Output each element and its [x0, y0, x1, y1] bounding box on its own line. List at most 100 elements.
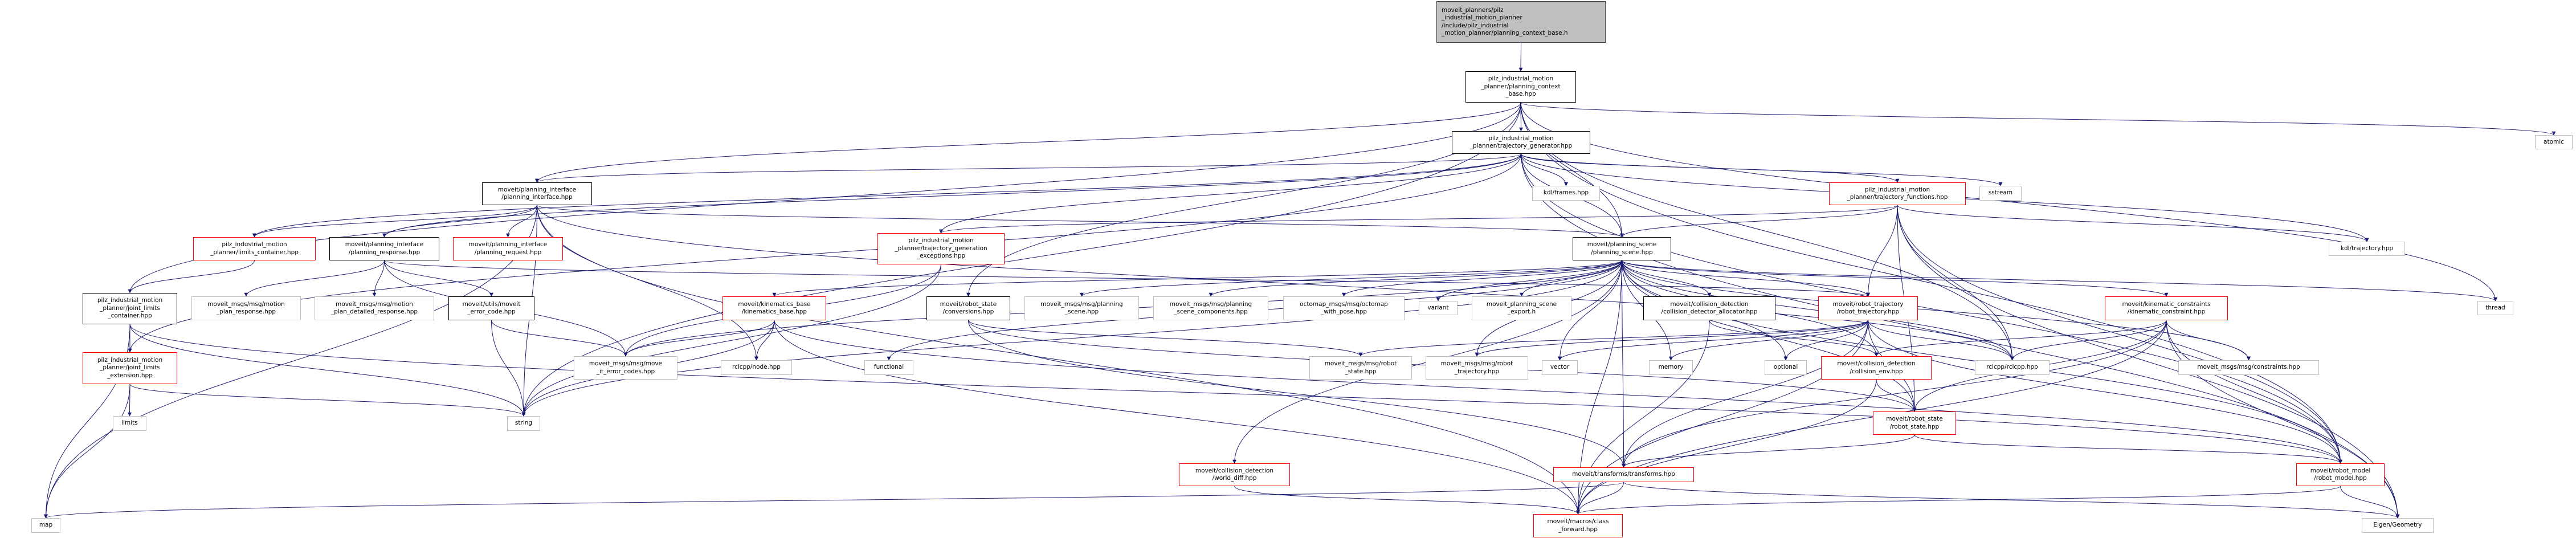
edge-pi-to-node	[537, 205, 758, 361]
edge-kc-to-tf	[1622, 320, 2167, 468]
graph-node-label: moveit_msgs/msg/robot _state.hpp	[1324, 360, 1397, 375]
graph-node-tf[interactable]: moveit/transforms/transforms.hpp	[1553, 467, 1694, 482]
graph-node-map: map	[31, 518, 60, 533]
graph-node-mpdr: moveit_msgs/msg/motion _plan_detailed_re…	[315, 296, 434, 320]
edge-kc-to-constraints	[2166, 320, 2251, 361]
edge-kc-to-rm	[2166, 320, 2342, 464]
graph-node-label: vector	[1550, 364, 1570, 371]
edge-mec-to-mecodes	[491, 320, 628, 357]
graph-node-mpr: moveit_msgs/msg/motion _plan_response.hp…	[191, 296, 301, 320]
graph-node-ps[interactable]: moveit/planning_scene /planning_scene.hp…	[1573, 237, 1671, 260]
graph-node-label: moveit_planners/pilz _industrial_motion_…	[1442, 6, 1568, 37]
edge-pr-to-rt	[384, 260, 1870, 297]
graph-node-rm[interactable]: moveit/robot_model /robot_model.hpp	[2296, 463, 2385, 486]
graph-node-label: kdl/frames.hpp	[1543, 189, 1589, 197]
edge-kc-to-ce	[1874, 320, 2167, 357]
graph-node-rsconv[interactable]: moveit/robot_state /conversions.hpp	[926, 296, 1010, 320]
edge-ps-to-variant	[1436, 260, 1622, 301]
graph-node-pr[interactable]: moveit/planning_interface /planning_resp…	[329, 237, 439, 260]
graph-node-thread: thread	[2477, 301, 2513, 315]
graph-node-label: moveit/robot_state /conversions.hpp	[940, 300, 997, 316]
graph-node-mecodes: moveit_msgs/msg/move _it_error_codes.hpp	[574, 356, 677, 380]
graph-node-preq[interactable]: moveit/planning_interface /planning_requ…	[453, 237, 563, 260]
graph-node-lc[interactable]: pilz_industrial_motion _planner/limits_c…	[193, 237, 316, 260]
graph-node-label: pilz_industrial_motion _planner/planning…	[1481, 75, 1561, 98]
edge-tg-to-pi	[535, 153, 1521, 183]
edge-ps-to-rs	[1622, 260, 1917, 412]
edge-ce-to-rs	[1876, 379, 1917, 412]
graph-node-label: limits	[121, 419, 138, 427]
edge-kb-to-node	[754, 320, 775, 361]
graph-node-frames: kdl/frames.hpp	[1532, 186, 1600, 201]
graph-node-jlc[interactable]: pilz_industrial_motion _planner/joint_li…	[83, 293, 177, 324]
graph-node-mps: moveit_msgs/msg/planning _scene.hpp	[1024, 296, 1139, 320]
graph-node-label: thread	[2485, 304, 2505, 311]
graph-node-label: moveit_msgs/msg/motion _plan_detailed_re…	[330, 300, 418, 316]
edge-tfn-to-kdltraj	[1897, 205, 2369, 242]
graph-node-label: map	[39, 521, 53, 529]
edge-rs-to-tf	[1622, 434, 1915, 468]
graph-node-cf[interactable]: moveit/macros/class _forward.hpp	[1533, 514, 1623, 537]
edge-rsconv-to-mrs	[968, 320, 1363, 357]
graph-node-mrs: moveit_msgs/msg/robot _state.hpp	[1309, 356, 1412, 380]
graph-node-label: moveit/robot_state /robot_state.hpp	[1886, 415, 1943, 430]
graph-node-label: octomap_msgs/msg/octomap _with_pose.hpp	[1300, 300, 1388, 316]
edge-ps-to-rclcpp	[1622, 260, 2014, 361]
graph-node-ce[interactable]: moveit/collision_detection /collision_en…	[1821, 356, 1932, 380]
graph-node-mpsc: moveit_msgs/msg/planning _scene_componen…	[1153, 296, 1268, 320]
graph-node-tg[interactable]: pilz_industrial_motion _planner/trajecto…	[1452, 131, 1590, 154]
graph-node-jle[interactable]: pilz_industrial_motion _planner/joint_li…	[83, 352, 177, 384]
graph-node-eigen: Eigen/Geometry	[2362, 518, 2434, 533]
graph-node-label: moveit_msgs/msg/planning _scene_componen…	[1169, 300, 1252, 316]
graph-node-label: moveit/kinematics_base /kinematics_base.…	[738, 300, 811, 316]
graph-node-label: moveit/macros/class _forward.hpp	[1547, 518, 1609, 533]
graph-node-label: atomic	[2544, 138, 2564, 145]
edge-ctx-to-pi	[535, 102, 1521, 183]
graph-node-sstream: sstream	[1979, 186, 2022, 201]
graph-node-pi[interactable]: moveit/planning_interface /planning_inte…	[482, 182, 592, 205]
graph-node-label: moveit_msgs/msg/planning _scene.hpp	[1040, 300, 1123, 316]
edge-pi-to-rclcpp	[537, 205, 2014, 361]
graph-node-kb[interactable]: moveit/kinematics_base /kinematics_base.…	[722, 296, 826, 320]
graph-node-export: moveit_planning_scene _export.h	[1472, 296, 1571, 320]
graph-node-memory: memory	[1649, 360, 1693, 375]
edge-wd-to-cf	[1234, 486, 1580, 515]
edge-pi-to-pr	[382, 205, 537, 238]
edge-kb-to-mecodes	[623, 320, 775, 357]
graph-node-cda[interactable]: moveit/collision_detection /collision_de…	[1643, 296, 1775, 320]
edge-jlc-to-rm	[129, 324, 2342, 464]
edge-ps-to-kc	[1622, 260, 2169, 297]
edge-ctx-to-rm	[1520, 102, 2342, 464]
graph-node-ctx[interactable]: pilz_industrial_motion _planner/planning…	[1465, 71, 1576, 103]
graph-node-tge[interactable]: pilz_industrial_motion _planner/trajecto…	[877, 233, 1005, 264]
graph-node-label: rclcpp/node.hpp	[732, 364, 781, 371]
graph-node-mec[interactable]: moveit/utils/moveit _error_code.hpp	[448, 296, 534, 320]
edge-ps-to-cda	[1622, 260, 1712, 297]
graph-node-rt[interactable]: moveit/robot_trajectory /robot_trajector…	[1818, 296, 1918, 320]
edge-tg-to-frames	[1521, 153, 1568, 186]
graph-node-functional: functional	[864, 360, 913, 375]
graph-node-label: moveit/planning_interface /planning_requ…	[468, 241, 548, 256]
graph-node-label: memory	[1658, 364, 1684, 371]
edge-rt-to-tf	[1622, 320, 1868, 468]
graph-node-label: moveit_planning_scene _export.h	[1486, 300, 1557, 316]
graph-node-label: pilz_industrial_motion _planner/joint_li…	[97, 356, 163, 379]
edge-ps-to-thread	[1622, 260, 2497, 301]
edge-pr-to-mpdr	[372, 260, 385, 297]
graph-node-kc[interactable]: moveit/kinematic_constraints /kinematic_…	[2105, 296, 2228, 320]
graph-node-wd[interactable]: moveit/collision_detection /world_diff.h…	[1179, 463, 1290, 486]
edge-rsconv-to-tf	[968, 320, 1626, 468]
edge-cda-to-ce	[1709, 320, 1879, 357]
graph-node-tfn[interactable]: pilz_industrial_motion _planner/trajecto…	[1829, 182, 1966, 205]
edge-pr-to-mec	[384, 260, 493, 297]
graph-node-label: optional	[1773, 364, 1798, 371]
graph-node-label: kdl/trajectory.hpp	[2340, 244, 2394, 252]
edge-pi-to-lc	[252, 205, 537, 238]
edge-ctx-to-string	[521, 102, 1521, 417]
graph-node-label: moveit/collision_detection /world_diff.h…	[1195, 467, 1274, 482]
edge-pr-to-mpr	[244, 260, 385, 297]
graph-node-rs[interactable]: moveit/robot_state /robot_state.hpp	[1873, 411, 1956, 435]
edge-ps-to-string	[521, 260, 1622, 417]
edge-tfn-to-ps	[1620, 205, 1898, 238]
